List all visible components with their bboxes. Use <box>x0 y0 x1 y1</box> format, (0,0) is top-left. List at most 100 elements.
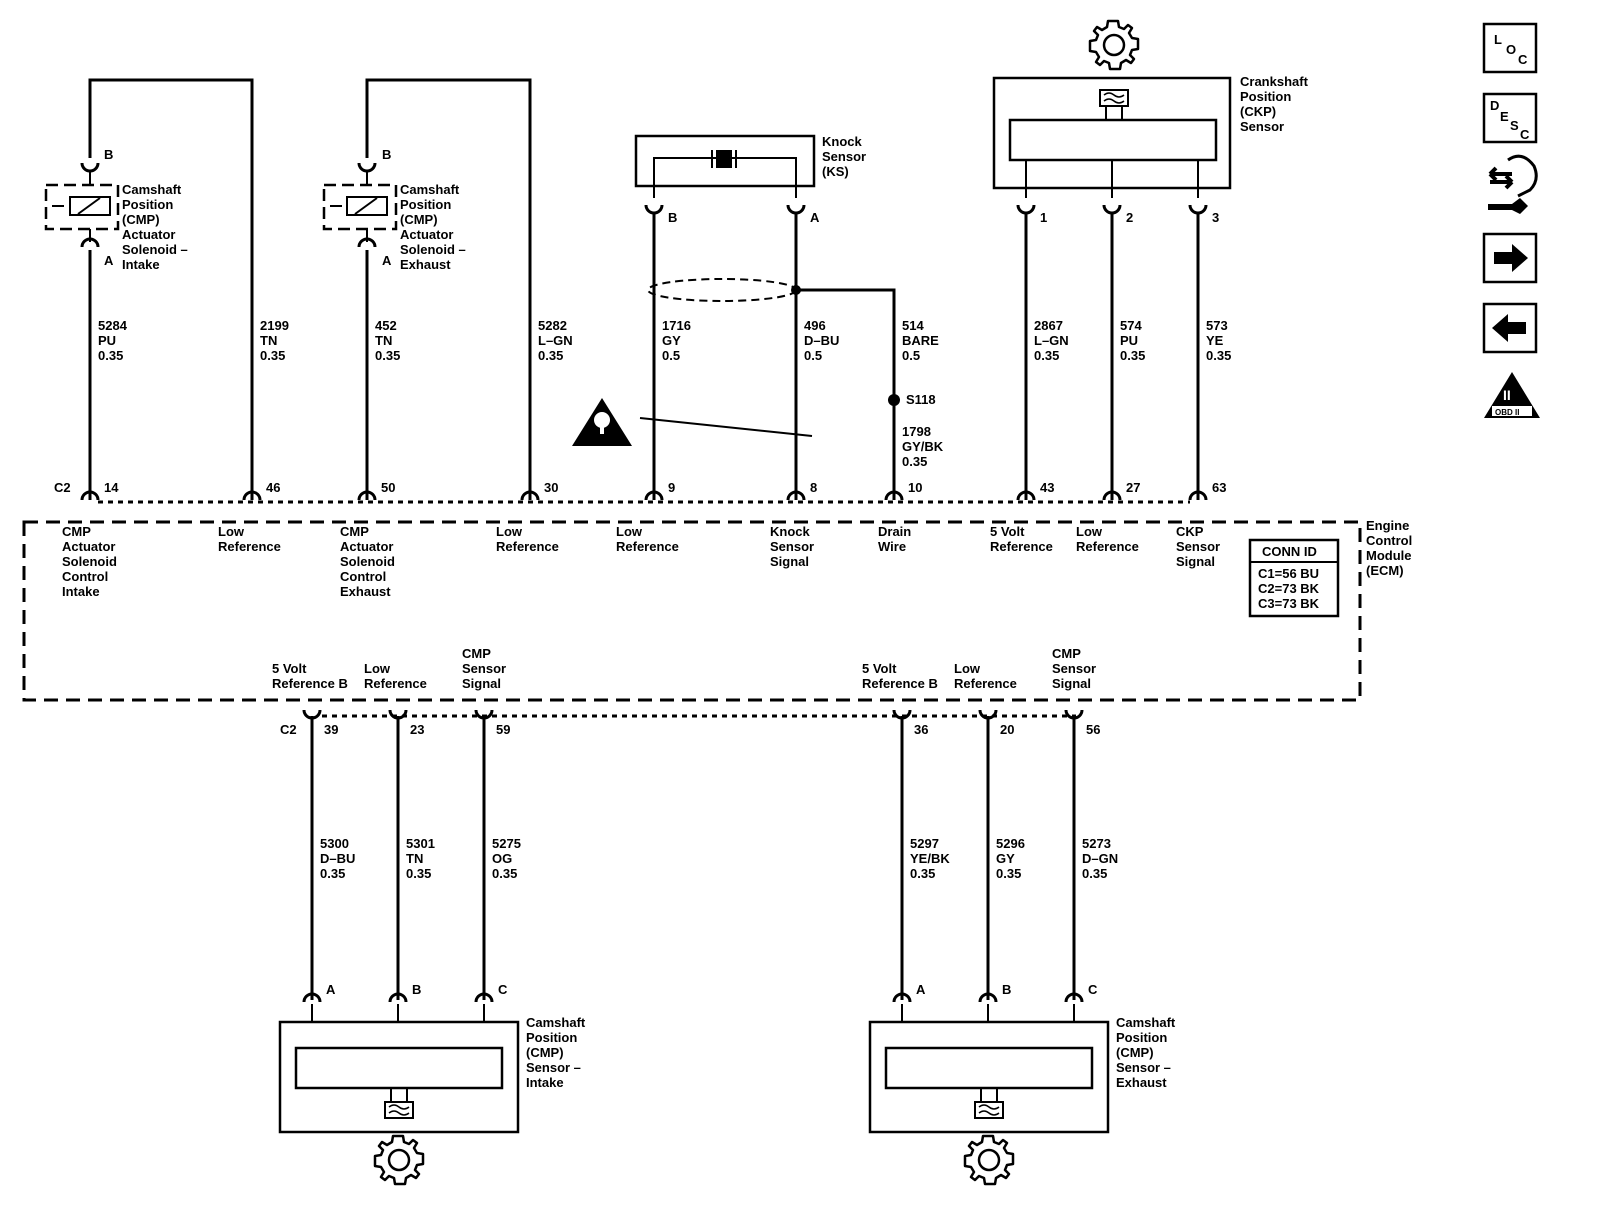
conn-id-title: CONN ID <box>1262 544 1317 559</box>
conn-id-row: C3=73 BK <box>1258 596 1320 611</box>
svg-text:B: B <box>1002 982 1011 997</box>
svg-text:36: 36 <box>914 722 928 737</box>
pin-label: B <box>668 210 677 225</box>
gear-icon <box>1088 19 1140 71</box>
svg-text:C: C <box>1520 127 1530 142</box>
svg-text:O: O <box>1506 42 1516 57</box>
cmp-solenoid-intake: B A Camshaft Position (CMP) Actuator Sol… <box>44 78 254 500</box>
pin-label: A <box>810 210 820 225</box>
gear-icon <box>373 1134 425 1186</box>
svg-text:C: C <box>1518 52 1528 67</box>
svg-text:C: C <box>1088 982 1098 997</box>
svg-text:27: 27 <box>1126 480 1140 495</box>
component-label: Camshaft Position (CMP) Actuator Solenoi… <box>400 182 469 272</box>
svg-text:46: 46 <box>266 480 280 495</box>
svg-text:D: D <box>1490 98 1499 113</box>
ckp-sensor: 1 2 3 Crankshaft Position (CKP) Sensor <box>992 19 1312 500</box>
next-arrow-icon[interactable] <box>1482 232 1538 284</box>
previous-arrow-icon[interactable] <box>1482 302 1538 354</box>
connector-label: C2 <box>54 480 71 495</box>
svg-text:8: 8 <box>810 480 817 495</box>
conn-id-table: CONN ID C1=56 BU C2=73 BK C3=73 BK <box>1248 538 1340 618</box>
component-label: Camshaft Position (CMP) Actuator Solenoi… <box>122 182 191 272</box>
svg-text:30: 30 <box>544 480 558 495</box>
svg-text:14: 14 <box>104 480 119 495</box>
conn-id-row: C1=56 BU <box>1258 566 1319 581</box>
description-icon[interactable]: D E S C <box>1482 92 1538 144</box>
pin-label: B <box>382 147 391 162</box>
component-label: Crankshaft Position (CKP) Sensor <box>1240 74 1312 134</box>
pin-label: B <box>104 147 113 162</box>
svg-text:63: 63 <box>1212 480 1226 495</box>
component-label: Knock Sensor (KS) <box>822 134 870 179</box>
svg-text:E: E <box>1500 109 1509 124</box>
cmp-sensor-intake: Camshaft Position (CMP) Sensor – Intake <box>278 1015 589 1186</box>
svg-text:C: C <box>498 982 508 997</box>
pin-label: 3 <box>1212 210 1219 225</box>
obd-ii-icon[interactable]: II OBD II <box>1484 372 1540 418</box>
component-label: Camshaft Position (CMP) Sensor – Intake <box>526 1015 589 1090</box>
diagnostic-icon[interactable] <box>1488 154 1538 214</box>
svg-text:A: A <box>916 982 926 997</box>
svg-text:10: 10 <box>908 480 922 495</box>
pin-label: A <box>104 253 114 268</box>
location-icon[interactable]: L O C <box>1482 22 1538 74</box>
cmp-solenoid-exhaust: B A Camshaft Position (CMP) Actuator Sol… <box>322 78 532 500</box>
svg-text:39: 39 <box>324 722 338 737</box>
pin-label: A <box>382 253 392 268</box>
splice-label: S118 <box>906 392 936 407</box>
svg-text:23: 23 <box>410 722 424 737</box>
warning-icon[interactable] <box>572 398 632 446</box>
ecm: C2 C2 Engine Control Module (ECM) CONN I… <box>22 480 1412 737</box>
component-label: Camshaft Position (CMP) Sensor – Exhaust <box>1116 1015 1179 1090</box>
pin-label: 1 <box>1040 210 1047 225</box>
svg-text:56: 56 <box>1086 722 1100 737</box>
pin-label: 2 <box>1126 210 1133 225</box>
